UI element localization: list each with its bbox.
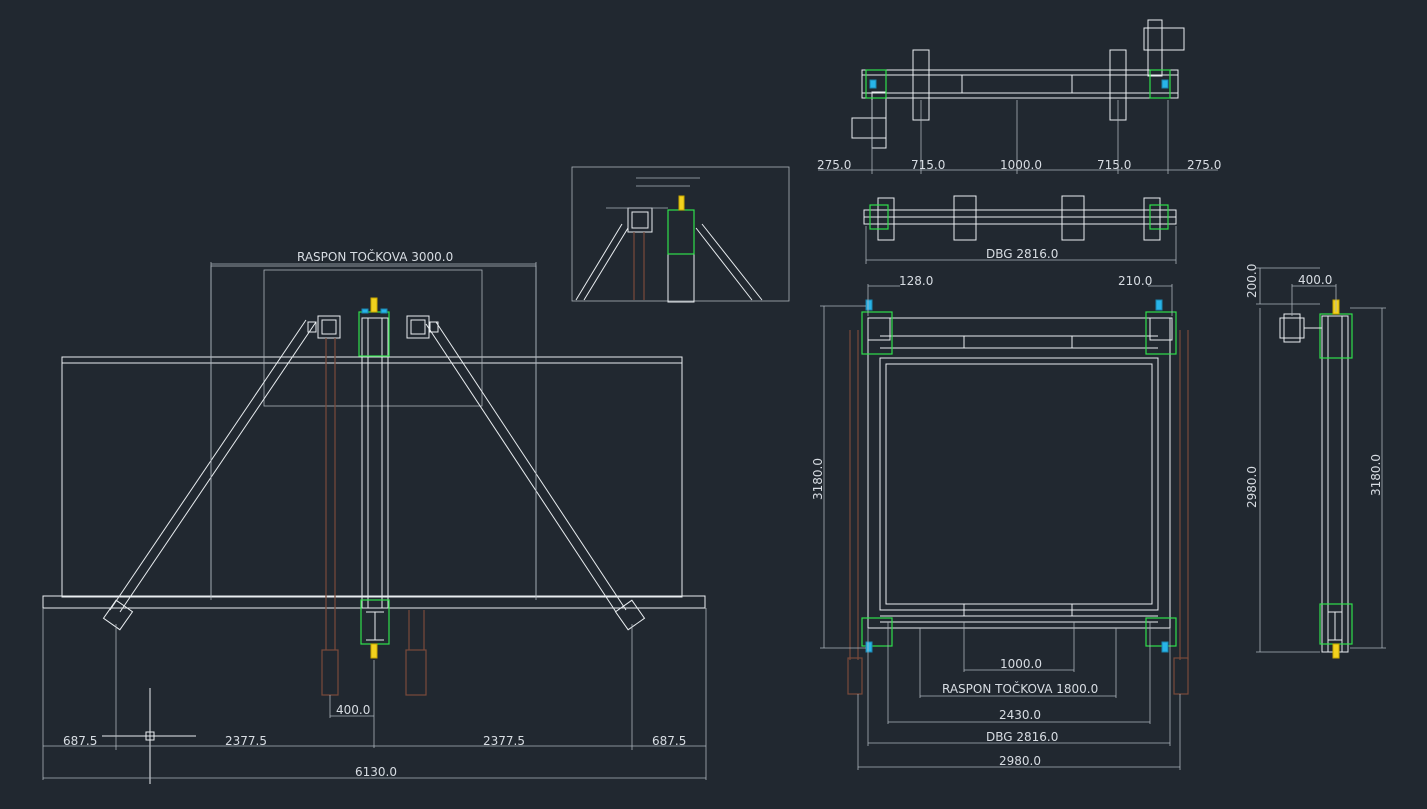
dim-left-687: 687.5 — [63, 734, 97, 748]
mid-view: DBG 2816.0 — [863, 195, 1177, 264]
dim-right-687: 687.5 — [652, 734, 686, 748]
plan-dim-1000: 1000.0 — [1000, 657, 1042, 671]
plan-inner-frame — [879, 357, 1159, 611]
side-dim-2980: 2980.0 — [1245, 466, 1259, 508]
top-dim-3: 1000.0 — [1000, 158, 1042, 172]
plan-dim-2980: 2980.0 — [999, 754, 1041, 768]
plan-dim-128: 128.0 — [899, 274, 933, 288]
plan-view: 128.0 210.0 3180.0 1000.0 RASPON TOČKOVA… — [811, 274, 1189, 770]
top-view: 275.0 715.0 1000.0 715.0 275.0 — [817, 19, 1221, 174]
bottom-beam — [42, 595, 706, 609]
span-reference-box — [210, 265, 537, 597]
plan-dbg-label: DBG 2816.0 — [986, 730, 1058, 744]
top-dim-5: 275.0 — [1187, 158, 1221, 172]
side-dim-3180: 3180.0 — [1369, 454, 1383, 496]
detail-view — [571, 166, 790, 303]
dim-right-2377: 2377.5 — [483, 734, 525, 748]
side-dim-200: 200.0 — [1245, 264, 1259, 298]
top-dim-4: 715.0 — [1097, 158, 1131, 172]
top-dim-1: 275.0 — [817, 158, 851, 172]
mid-dbg-label: DBG 2816.0 — [986, 247, 1058, 261]
plan-dim-3180: 3180.0 — [811, 458, 825, 500]
plan-outer-frame — [867, 317, 1171, 629]
side-view: 200.0 400.0 2980.0 3180.0 — [1245, 264, 1386, 659]
side-dim-400: 400.0 — [1298, 273, 1332, 287]
front-span-label: RASPON TOČKOVA 3000.0 — [297, 249, 453, 264]
dim-total-6130: 6130.0 — [355, 765, 397, 779]
plan-dim-2430: 2430.0 — [999, 708, 1041, 722]
dim-400: 400.0 — [336, 703, 370, 717]
plan-span-label: RASPON TOČKOVA 1800.0 — [942, 681, 1098, 696]
dim-left-2377: 2377.5 — [225, 734, 267, 748]
side-column — [1321, 315, 1349, 653]
central-column — [361, 317, 389, 609]
frame-outline — [61, 356, 683, 598]
plan-dim-210: 210.0 — [1118, 274, 1152, 288]
detail-reference-box — [263, 269, 483, 407]
top-dim-2: 715.0 — [911, 158, 945, 172]
top-beam — [861, 69, 1179, 99]
front-view: RASPON TOČKOVA 3000.0 400.0 687.5 2377.5… — [42, 249, 707, 784]
